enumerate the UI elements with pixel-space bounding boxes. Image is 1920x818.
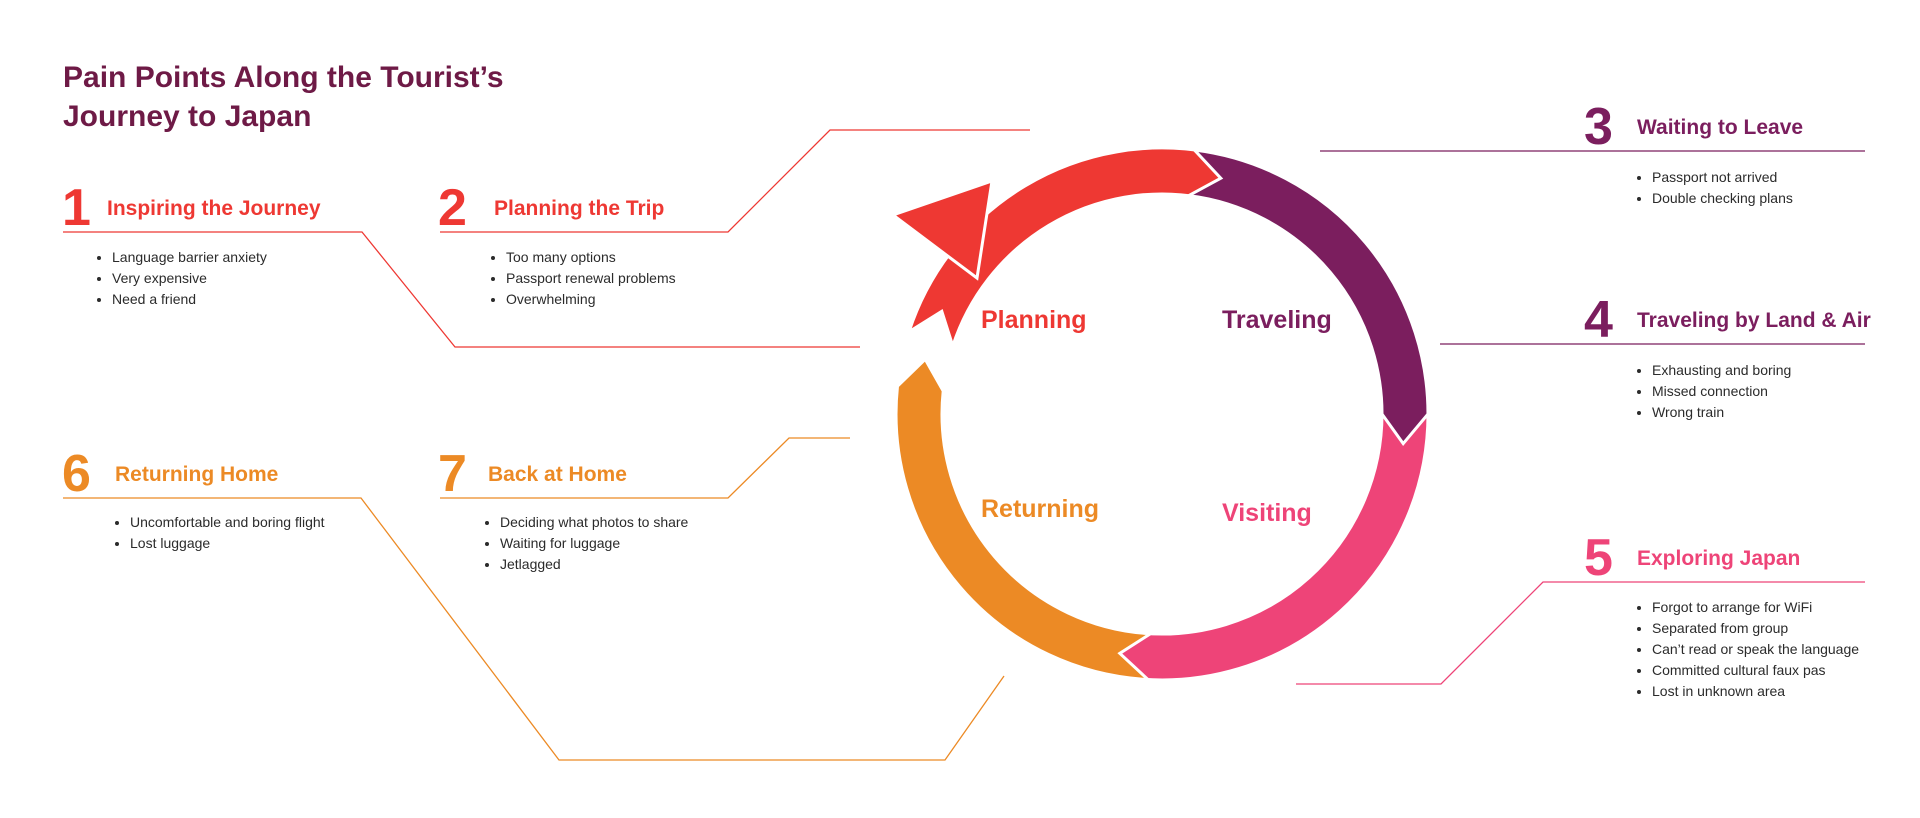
step-label: Planning the Trip bbox=[494, 197, 665, 220]
ring-segment-returning bbox=[894, 356, 1156, 682]
pain-point: Too many options bbox=[506, 247, 676, 268]
title-line-1: Pain Points Along the Tourist’s bbox=[63, 61, 504, 94]
step-label: Traveling by Land & Air bbox=[1637, 309, 1871, 332]
step-number: 7 bbox=[438, 445, 467, 503]
pain-point: Committed cultural faux pas bbox=[1652, 660, 1859, 681]
pain-point: Forgot to arrange for WiFi bbox=[1652, 597, 1859, 618]
pain-point-list: Forgot to arrange for WiFi Separated fro… bbox=[1636, 597, 1859, 702]
pain-point: Wrong train bbox=[1652, 402, 1791, 423]
pain-point: Overwhelming bbox=[506, 289, 676, 310]
connector-step-7 bbox=[440, 437, 850, 499]
pain-point: Double checking plans bbox=[1652, 188, 1793, 209]
pain-point-list: Language barrier anxiety Very expensive … bbox=[96, 247, 267, 310]
step-number: 3 bbox=[1584, 98, 1613, 156]
phase-traveling: Traveling bbox=[1222, 306, 1332, 334]
pain-point: Passport not arrived bbox=[1652, 167, 1793, 188]
connector-step-5 bbox=[1296, 581, 1865, 685]
ring-segment-traveling bbox=[1183, 148, 1430, 459]
step-number: 5 bbox=[1584, 529, 1613, 587]
pain-point: Very expensive bbox=[112, 268, 267, 289]
pain-point: Language barrier anxiety bbox=[112, 247, 267, 268]
pain-point: Need a friend bbox=[112, 289, 267, 310]
step-number: 6 bbox=[62, 445, 91, 503]
connector-step-1 bbox=[63, 231, 860, 348]
step-label: Waiting to Leave bbox=[1637, 116, 1804, 139]
connector-step-2 bbox=[440, 129, 1030, 233]
connector-step-6 bbox=[63, 497, 1005, 761]
step-number: 4 bbox=[1584, 291, 1613, 349]
pain-point-list: Deciding what photos to share Waiting fo… bbox=[484, 512, 688, 575]
pain-point-list: Too many options Passport renewal proble… bbox=[490, 247, 676, 310]
phase-planning: Planning bbox=[981, 306, 1087, 334]
pain-point-list: Passport not arrived Double checking pla… bbox=[1636, 167, 1793, 209]
phase-visiting: Visiting bbox=[1222, 499, 1312, 527]
step-label: Inspiring the Journey bbox=[107, 197, 321, 220]
phase-returning: Returning bbox=[981, 495, 1100, 523]
pain-point: Exhausting and boring bbox=[1652, 360, 1791, 381]
connector-lines bbox=[63, 129, 1865, 761]
pain-point: Jetlagged bbox=[500, 554, 688, 575]
step-label: Returning Home bbox=[115, 463, 279, 486]
pain-point-list: Uncomfortable and boring flight Lost lug… bbox=[114, 512, 325, 554]
ring-segment-visiting bbox=[1104, 409, 1430, 682]
pain-point: Waiting for luggage bbox=[500, 533, 688, 554]
pain-point: Passport renewal problems bbox=[506, 268, 676, 289]
pain-point: Lost luggage bbox=[130, 533, 325, 554]
pain-point: Uncomfortable and boring flight bbox=[130, 512, 325, 533]
pain-point: Lost in unknown area bbox=[1652, 681, 1859, 702]
pain-point: Can’t read or speak the language bbox=[1652, 639, 1859, 660]
pain-point: Missed connection bbox=[1652, 381, 1791, 402]
pain-point: Separated from group bbox=[1652, 618, 1859, 639]
cycle-ring bbox=[889, 146, 1430, 682]
step-label: Back at Home bbox=[488, 463, 627, 486]
step-number: 1 bbox=[62, 179, 91, 237]
page-title: Pain Points Along the Tourist’s Journey … bbox=[63, 58, 504, 136]
planning-arrowhead bbox=[889, 178, 994, 281]
pain-point-list: Exhausting and boring Missed connection … bbox=[1636, 360, 1791, 423]
pain-point: Deciding what photos to share bbox=[500, 512, 688, 533]
step-label: Exploring Japan bbox=[1637, 547, 1801, 570]
title-line-2: Journey to Japan bbox=[63, 100, 312, 133]
step-number: 2 bbox=[438, 179, 467, 237]
